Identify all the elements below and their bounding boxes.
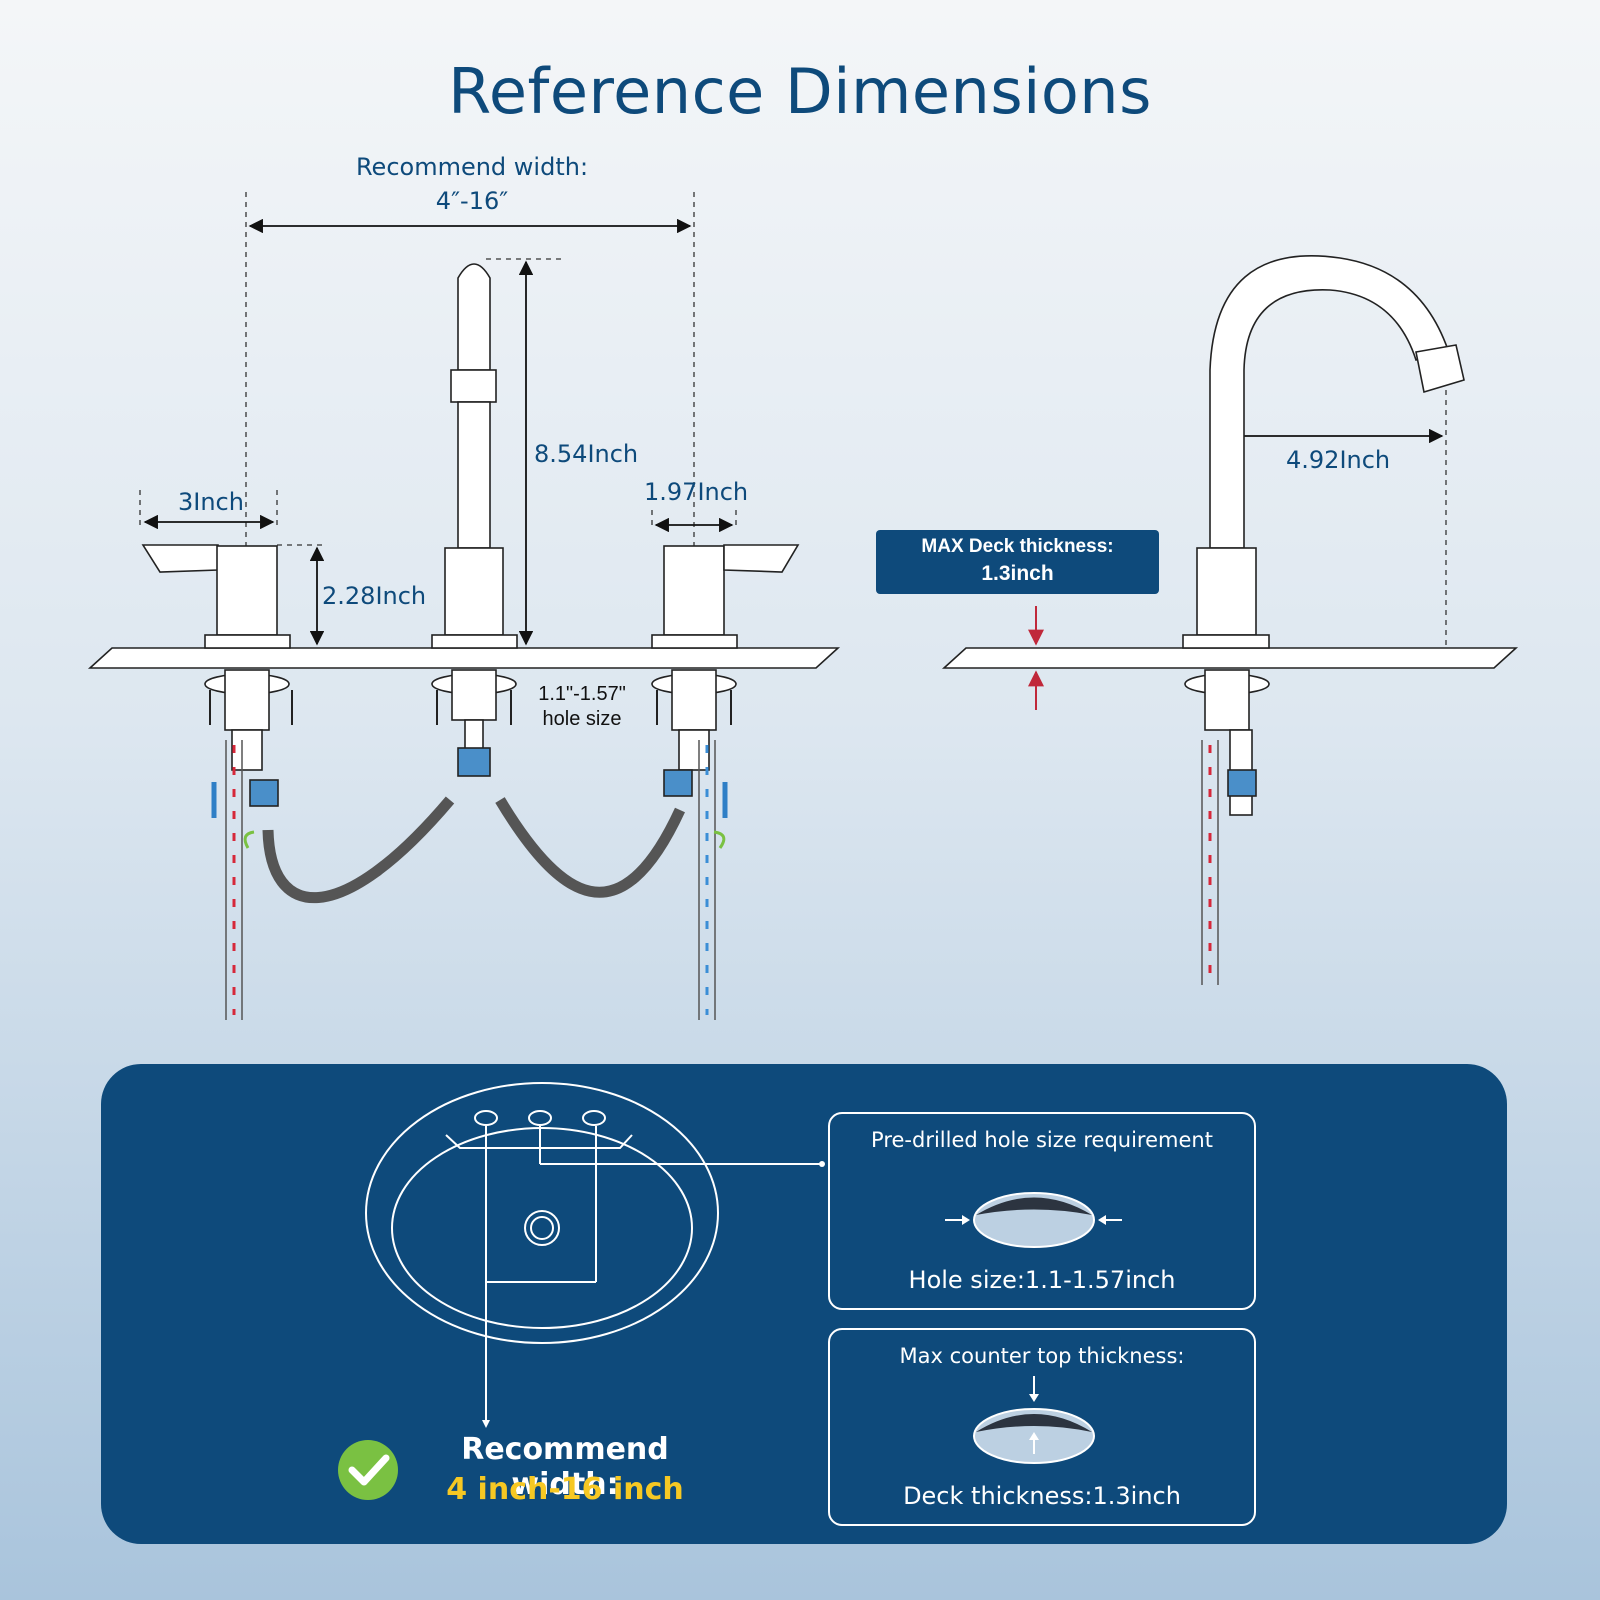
max-deck-thickness-box: MAX Deck thickness: 1.3inch	[876, 530, 1159, 594]
hole-size-card-title: Pre-drilled hole size requirement	[871, 1128, 1213, 1152]
recommend-width-line1: Recommend width:	[355, 153, 589, 181]
front-view-faucet	[87, 263, 841, 807]
installation-requirements-panel	[101, 1064, 1507, 1544]
spout-reach-label: 4.92Inch	[1286, 446, 1391, 474]
mount-shanks	[204, 669, 737, 771]
dimension-arrows	[143, 218, 1444, 646]
hole-size-label: 1.1"-1.57" hole size	[520, 682, 644, 732]
handle-length-label: 3Inch	[178, 488, 244, 516]
hole-size-card: Pre-drilled hole size requirement Hole s…	[828, 1112, 1256, 1310]
faucet-diagram	[87, 192, 1519, 1020]
thickness-card-title: Max counter top thickness:	[899, 1344, 1185, 1368]
recommend-width-label: Recommend width: 4″-16″	[340, 150, 604, 218]
hole-size-line2: hole size	[542, 708, 622, 730]
recommend-width-line2: 4″-16″	[435, 187, 509, 215]
spout-height-label: 8.54Inch	[534, 440, 639, 468]
handle-height-label: 2.28Inch	[322, 582, 427, 610]
hole-size-card-footer: Hole size:1.1-1.57inch	[908, 1266, 1176, 1294]
hole-size-line1: 1.1"-1.57"	[538, 683, 626, 705]
handle-base-width-label: 1.97Inch	[644, 478, 749, 506]
page-title: Reference Dimensions	[448, 55, 1152, 128]
deck-box-line2: 1.3inch	[981, 562, 1054, 585]
hoses	[211, 740, 728, 1020]
recommend-width-heading: Recommend width:	[461, 1432, 669, 1502]
thickness-card-footer: Deck thickness:1.3inch	[903, 1482, 1181, 1510]
recommend-width-value: 4 inch-16 inch	[446, 1472, 684, 1507]
side-view-faucet	[941, 255, 1519, 816]
deck-box-line1: MAX Deck thickness:	[921, 536, 1114, 557]
thickness-card: Max counter top thickness: Deck thicknes…	[828, 1328, 1256, 1526]
